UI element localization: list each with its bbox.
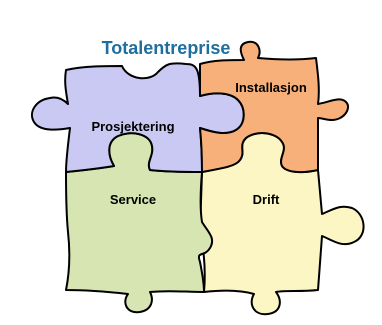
label-prosjektering: Prosjektering (91, 119, 174, 134)
label-service: Service (110, 192, 156, 207)
diagram-title: Totalentreprise (102, 38, 231, 58)
puzzle-piece-prosjektering (31, 62, 245, 173)
puzzle-piece-installasjon (199, 40, 350, 174)
label-drift: Drift (253, 192, 280, 207)
label-installasjon: Installasjon (235, 80, 307, 95)
